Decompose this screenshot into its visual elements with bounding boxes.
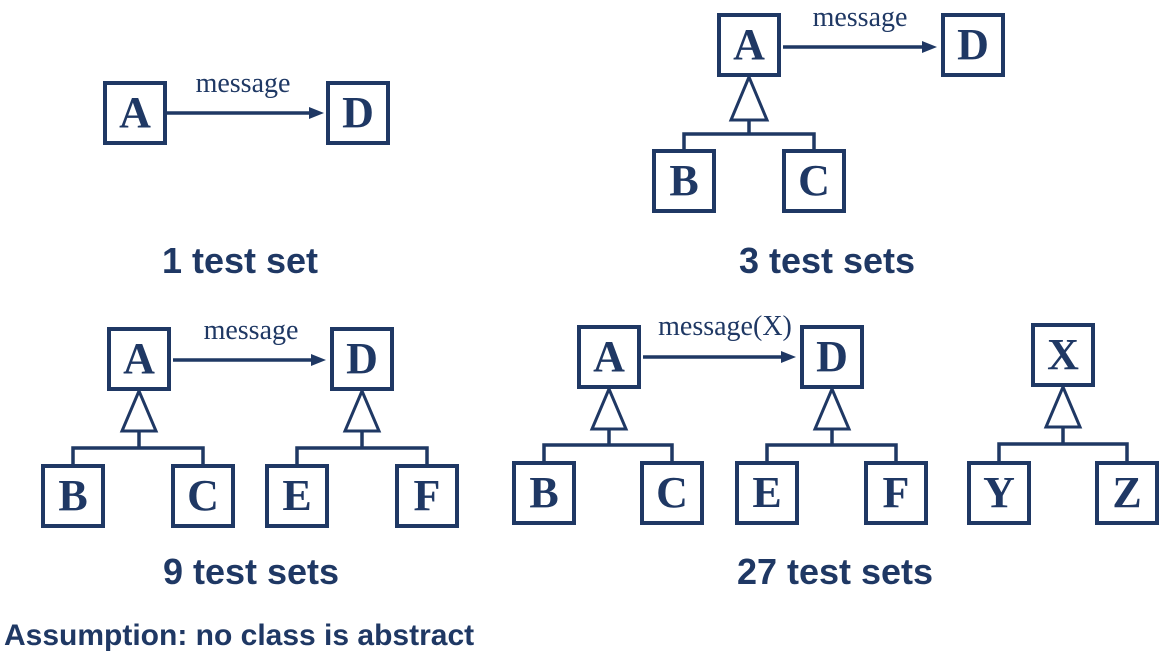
d4-sender-inheritance-triangle (589, 385, 629, 431)
class-letter: F (882, 468, 910, 517)
d2-class-box-sender-child-2: C (782, 149, 846, 213)
d3-message-arrowhead (311, 354, 326, 366)
class-letter: Y (983, 468, 1015, 517)
d3-caption: 9 test sets (162, 551, 340, 592)
class-letter: E (752, 468, 782, 517)
d3-receiver-inheritance-triangle (342, 387, 382, 433)
class-letter: A (123, 334, 155, 383)
d4-sender-inheritance-connector (542, 429, 674, 461)
d4-class-box-sender-child-1: B (512, 461, 576, 525)
d3-class-box-sender-child-1: B (41, 464, 105, 528)
d1-message-arrowhead (309, 107, 324, 119)
d1-class-box-sender: A (103, 81, 167, 145)
d4-param-inheritance-triangle (1043, 383, 1083, 429)
d1-class-box-receiver: D (326, 81, 390, 145)
d3-class-box-sender: A (107, 327, 171, 391)
d4-class-box-param-child-1: Y (967, 461, 1031, 525)
d4-caption: 27 test sets (736, 551, 934, 592)
class-letter: C (656, 468, 688, 517)
class-letter: A (593, 332, 625, 381)
d3-sender-inheritance-triangle (119, 387, 159, 433)
d1-message-label: message (195, 68, 291, 99)
d4-message-arrowhead (781, 351, 796, 363)
d3-class-box-receiver: D (330, 327, 394, 391)
class-letter: F (413, 471, 441, 520)
class-letter: B (669, 156, 699, 205)
d3-class-box-receiver-child-2: F (395, 464, 459, 528)
class-letter: C (798, 156, 830, 205)
d3-sender-inheritance-connector (71, 431, 205, 464)
class-letter: E (282, 471, 312, 520)
d3-class-box-receiver-child-1: E (265, 464, 329, 528)
d2-inheritance-triangle (728, 73, 770, 122)
d4-class-box-receiver: D (800, 325, 864, 389)
d4-receiver-inheritance-connector (765, 429, 898, 461)
d4-class-box-param-child-2: Z (1095, 461, 1159, 525)
d2-caption: 3 test sets (738, 240, 916, 281)
class-letter: Z (1112, 468, 1142, 517)
d4-class-box-receiver-child-2: F (864, 461, 928, 525)
d2-message-arrowhead (922, 41, 937, 53)
class-letter: D (346, 334, 378, 383)
class-letter: D (957, 20, 989, 69)
class-letter: A (119, 88, 151, 137)
d2-message-label: message (812, 2, 908, 33)
d3-class-box-sender-child-2: C (171, 464, 235, 528)
class-letter: C (187, 471, 219, 520)
class-letter: B (58, 471, 88, 520)
d2-class-box-receiver: D (941, 13, 1005, 77)
d4-class-box-receiver-child-1: E (735, 461, 799, 525)
d3-receiver-inheritance-connector (295, 431, 429, 464)
d2-inheritance-connector (682, 120, 816, 149)
d4-class-box-param: X (1031, 323, 1095, 387)
class-letter: B (529, 468, 559, 517)
d4-param-inheritance-connector (997, 427, 1129, 461)
class-letter: D (816, 332, 848, 381)
d4-receiver-inheritance-triangle (812, 385, 852, 431)
d4-class-box-sender: A (577, 325, 641, 389)
d4-message-label: message(X) (658, 311, 792, 342)
d4-class-box-sender-child-2: C (640, 461, 704, 525)
d1-caption: 1 test set (161, 240, 319, 281)
d2-class-box-sender-child-1: B (652, 149, 716, 213)
class-letter: D (342, 88, 374, 137)
d3-message-label: message (203, 315, 299, 346)
class-letter: A (733, 20, 765, 69)
d2-class-box-sender: A (717, 13, 781, 77)
assumption-footnote: Assumption: no class is abstract (4, 619, 475, 652)
class-letter: X (1047, 330, 1079, 379)
